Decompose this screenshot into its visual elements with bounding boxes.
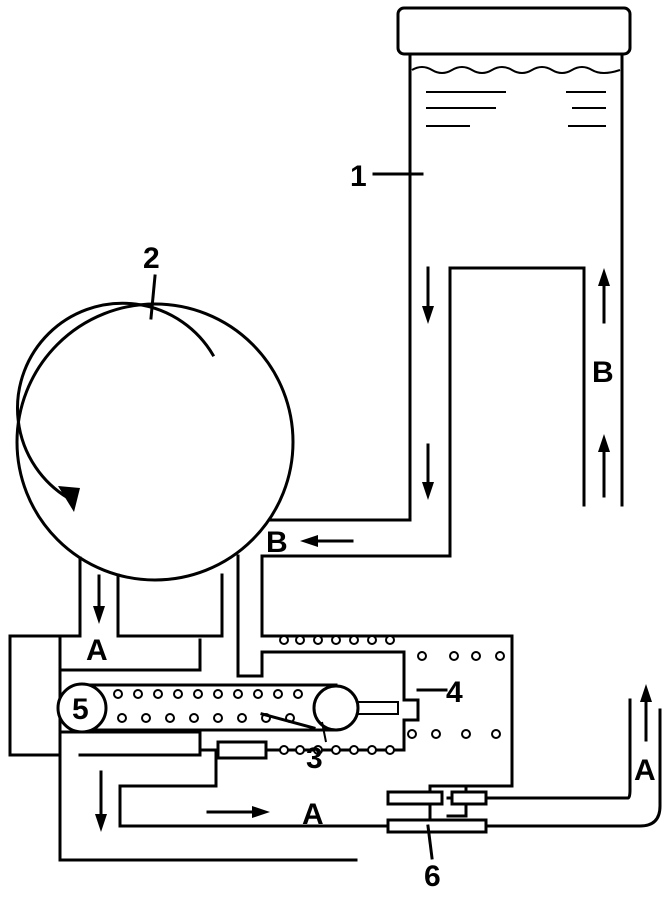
leader-6 xyxy=(426,824,434,860)
valve-body xyxy=(8,634,514,862)
label-orifice: 6 xyxy=(424,860,441,893)
label-reservoir: 1 xyxy=(350,160,367,193)
leader-3b xyxy=(321,721,327,743)
valve-small-block xyxy=(216,740,268,760)
output-pipe-top xyxy=(446,698,632,800)
pump-inlet-pipe-lower xyxy=(260,554,452,638)
valve-perforations xyxy=(279,635,505,755)
reservoir-cap xyxy=(396,6,632,56)
output-pipe-bottom xyxy=(78,708,662,862)
label-spool: 3 xyxy=(306,742,323,775)
orifice-right xyxy=(450,790,488,806)
plunger xyxy=(56,682,108,734)
valve-body-outline xyxy=(8,634,514,862)
spool-rod xyxy=(358,701,399,715)
flow-arrow-left-b xyxy=(300,535,354,547)
reservoir-level-marks xyxy=(426,91,606,127)
leader-3 xyxy=(260,712,316,730)
flow-arrows xyxy=(93,266,652,832)
orifice-lower xyxy=(386,818,488,834)
flow-arrow-up-2 xyxy=(598,434,610,498)
flow-arrow-right-a xyxy=(206,806,270,818)
reservoir-return-pipe xyxy=(448,266,586,558)
reservoir xyxy=(396,6,632,558)
rotation-arrow-arc xyxy=(16,301,216,501)
leader-lines xyxy=(149,172,448,860)
label-return-flow: B xyxy=(592,356,614,389)
label-pressure-flow-right: A xyxy=(634,754,656,787)
spool-body xyxy=(80,683,338,732)
label-valve-port: 4 xyxy=(446,676,463,709)
valve-lower-step xyxy=(118,748,218,788)
label-pump: 2 xyxy=(143,242,160,275)
label-pressure-flow-left: A xyxy=(86,634,108,667)
spool-end-ball xyxy=(312,684,360,732)
flow-arrow-up-1 xyxy=(598,268,610,324)
flow-arrow-down-valve xyxy=(95,770,107,832)
label-plunger: 5 xyxy=(72,693,89,726)
label-return-flow-pipe: B xyxy=(266,526,288,559)
spool-holes xyxy=(113,689,303,723)
valve-lower-chamber xyxy=(78,740,514,828)
valve-bore-top xyxy=(58,638,406,702)
leader-2 xyxy=(149,274,157,320)
rotation-arrowhead xyxy=(58,486,80,512)
flow-arrow-up-a xyxy=(640,684,652,742)
pump-housing xyxy=(15,302,295,582)
valve-right-port xyxy=(402,698,420,722)
orifice-upper xyxy=(386,790,444,806)
output-pipe xyxy=(78,698,662,862)
spool xyxy=(56,682,399,734)
flow-arrow-down-1 xyxy=(422,266,434,324)
label-pressure-flow-bottom: A xyxy=(302,798,324,831)
reservoir-fluid-level xyxy=(411,66,621,74)
flow-arrow-down-pump xyxy=(93,574,105,624)
pump xyxy=(15,301,295,582)
flow-arrow-down-2 xyxy=(422,443,434,500)
